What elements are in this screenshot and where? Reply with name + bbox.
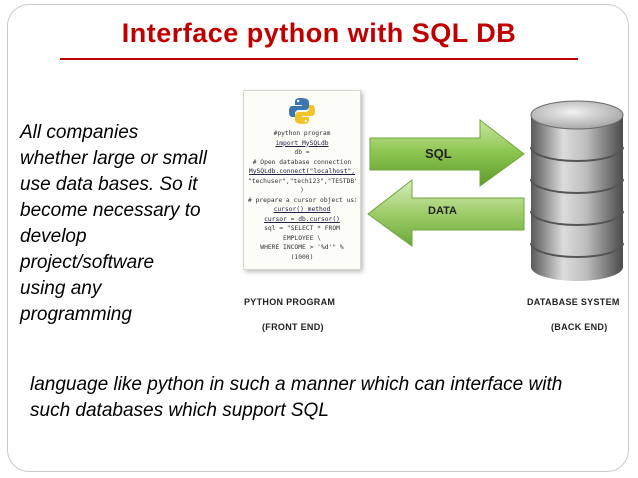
- code-line: MySQLdb.connect("localhost",: [248, 168, 356, 175]
- right-arrow-icon: [369, 118, 525, 187]
- front-end-subcaption: (FRONT END): [262, 322, 324, 332]
- code-line: sql = "SELECT * FROM: [264, 225, 340, 232]
- left-paragraph-line: using any: [20, 278, 102, 299]
- front-end-caption: PYTHON PROGRAM: [244, 297, 336, 307]
- python-program-document: #python program import MySQLdb db = # Op…: [243, 90, 361, 270]
- left-paragraph-line: programming: [20, 304, 132, 325]
- code-line: WHERE INCOME > '%d'" %: [260, 244, 344, 251]
- bottom-paragraph-line: such databases which support SQL: [30, 400, 329, 421]
- code-line: import MySQLdb: [275, 139, 329, 147]
- left-paragraph-line: develop: [20, 226, 87, 247]
- bottom-paragraph: language like python in such a manner wh…: [30, 372, 634, 424]
- code-line: # prepare a cursor object using: [248, 196, 356, 204]
- code-line: # Open database connection: [252, 158, 352, 166]
- bottom-paragraph-line: language like python in such a manner wh…: [30, 374, 563, 395]
- back-end-caption: DATABASE SYSTEM: [527, 297, 620, 307]
- python-logo-icon: [289, 98, 315, 124]
- database-cylinder-icon: [530, 100, 624, 281]
- left-paragraph-line: All companies: [20, 122, 139, 143]
- left-paragraph-line: use data bases. So it: [20, 174, 198, 195]
- slide-title: Interface python with SQL DB: [121, 18, 517, 48]
- code-line: #python program: [273, 130, 331, 137]
- code-line: EMPLOYEE \: [283, 234, 321, 242]
- back-end-subcaption: (BACK END): [551, 322, 608, 332]
- title-underline: [60, 58, 578, 60]
- data-arrow-label: DATA: [428, 205, 457, 217]
- sql-arrow-label: SQL: [425, 146, 452, 161]
- python-code-listing: #python program import MySQLdb db = # Op…: [248, 129, 356, 262]
- left-arrow-icon: [367, 178, 525, 247]
- left-paragraph: All companies whether large or small use…: [20, 120, 250, 328]
- left-paragraph-line: become necessary to: [20, 200, 201, 221]
- code-line: cursor = db.cursor(): [264, 215, 340, 223]
- code-line: db =: [294, 149, 310, 156]
- code-line: (1000): [290, 253, 314, 261]
- left-paragraph-line: project/software: [20, 252, 155, 273]
- code-line: "techuser","tech123","TESTDB": [248, 177, 356, 185]
- code-line: ): [300, 187, 304, 194]
- left-paragraph-line: whether large or small: [20, 148, 207, 169]
- slide-frame: [7, 4, 629, 472]
- code-line: cursor() method: [273, 206, 331, 213]
